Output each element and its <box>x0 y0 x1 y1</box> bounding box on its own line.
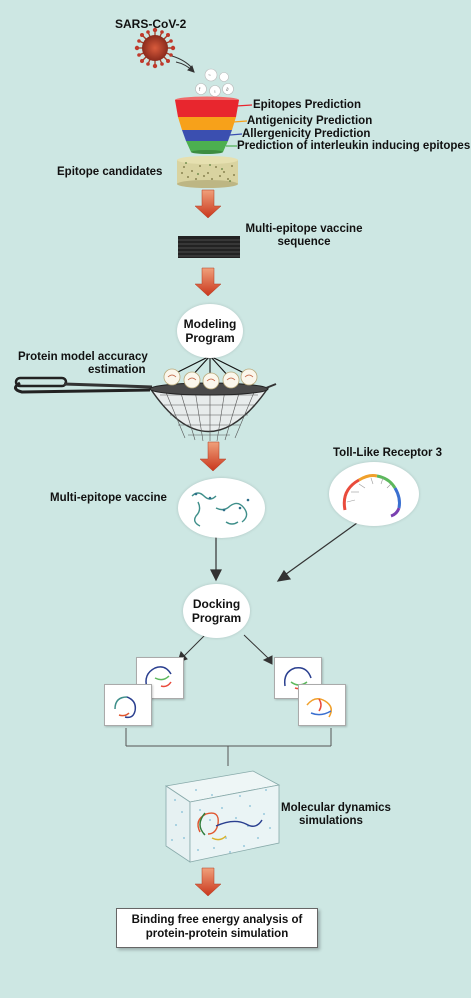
tlr3-to-docking-arrow <box>276 522 358 582</box>
docking-to-models-arrows <box>177 634 273 665</box>
tlr3-structure-icon <box>342 474 401 518</box>
vaccine-structure-icon <box>191 492 250 527</box>
svg-text:f: f <box>199 87 201 93</box>
funnel-label-epitopes: Epitopes Prediction <box>253 99 361 111</box>
accuracy-label-line2: estimation <box>88 364 146 376</box>
docked-complex-card-1 <box>136 657 184 699</box>
final-line2: protein-protein simulation <box>145 928 289 940</box>
funnel-layer-interleukin <box>186 141 228 152</box>
md-label: Molecular dynamics simulations <box>281 802 391 828</box>
epitope-candidates-label: Epitope candidates <box>57 166 163 178</box>
protein-models-in-sieve <box>163 368 258 390</box>
protein-fragments <box>195 68 234 97</box>
binding-free-energy-box: Binding free energy analysis of protein-… <box>116 908 318 948</box>
docking-program-node: Docking Program <box>183 584 250 638</box>
md-label-line1: Molecular dynamics <box>281 802 391 814</box>
funnel-layer-allergenicity <box>182 130 232 141</box>
flow-arrow-3 <box>199 441 227 472</box>
docking-program-line2: Program <box>191 611 242 625</box>
funnel-label-antigenicity: Antigenicity Prediction <box>247 115 373 127</box>
funnel-label-allergenicity: Allergenicity Prediction <box>242 128 371 140</box>
vaccine-sequence-bar <box>178 236 240 258</box>
docking-program-line1: Docking <box>192 597 241 611</box>
svg-text:♁: ♁ <box>213 89 217 95</box>
md-simulation-box <box>164 770 281 863</box>
multi-epitope-vaccine-node <box>178 478 265 538</box>
docked-complex-icon-1 <box>145 666 172 689</box>
flow-arrow-1 <box>194 189 222 219</box>
virus-icon <box>134 27 176 69</box>
accuracy-label-line1: Protein model accuracy <box>18 351 148 363</box>
tlr3-label: Toll-Like Receptor 3 <box>333 447 443 459</box>
virus-label: SARS-CoV-2 <box>115 17 187 31</box>
sieve-icon <box>14 376 277 442</box>
accuracy-label: Protein model accuracy estimation <box>18 351 148 377</box>
svg-text:~: ~ <box>208 73 211 79</box>
flow-arrow-4 <box>194 867 222 897</box>
flow-arrow-2 <box>194 267 222 297</box>
funnel-layer-antigenicity <box>178 117 236 130</box>
multi-epitope-vaccine-label: Multi-epitope vaccine <box>50 492 167 504</box>
docked-complex-icon-4 <box>306 698 332 718</box>
funnel-layer-epitopes <box>175 100 239 117</box>
tlr3-node <box>329 462 419 526</box>
funnel-connectors <box>226 104 253 147</box>
modeling-program-line2: Program <box>185 331 235 345</box>
md-label-line2: simulations <box>299 815 363 827</box>
modeling-program-line1: Modeling <box>183 317 237 331</box>
epitope-candidates-dish <box>177 156 238 188</box>
docked-complex-icon-2 <box>114 696 137 719</box>
vaccine-sequence-label-line2: sequence <box>277 236 331 248</box>
funnel-label-interleukin: Prediction of interleukin inducing epito… <box>237 140 471 152</box>
virus-to-fragments-arrows <box>171 55 195 73</box>
docked-complex-card-2 <box>104 684 152 726</box>
vaccine-sequence-label-line1: Multi-epitope vaccine <box>245 223 363 235</box>
docked-complex-card-4 <box>298 684 346 726</box>
vaccine-sequence-label: Multi-epitope vaccine sequence <box>239 223 369 249</box>
final-line1: Binding free energy analysis of <box>131 914 303 926</box>
modeling-program-node: Modeling Program <box>177 304 243 358</box>
results-bracket <box>125 728 332 766</box>
vaccine-to-docking-arrow <box>210 537 222 582</box>
prediction-funnel <box>175 96 239 154</box>
svg-text:∂: ∂ <box>226 87 229 93</box>
